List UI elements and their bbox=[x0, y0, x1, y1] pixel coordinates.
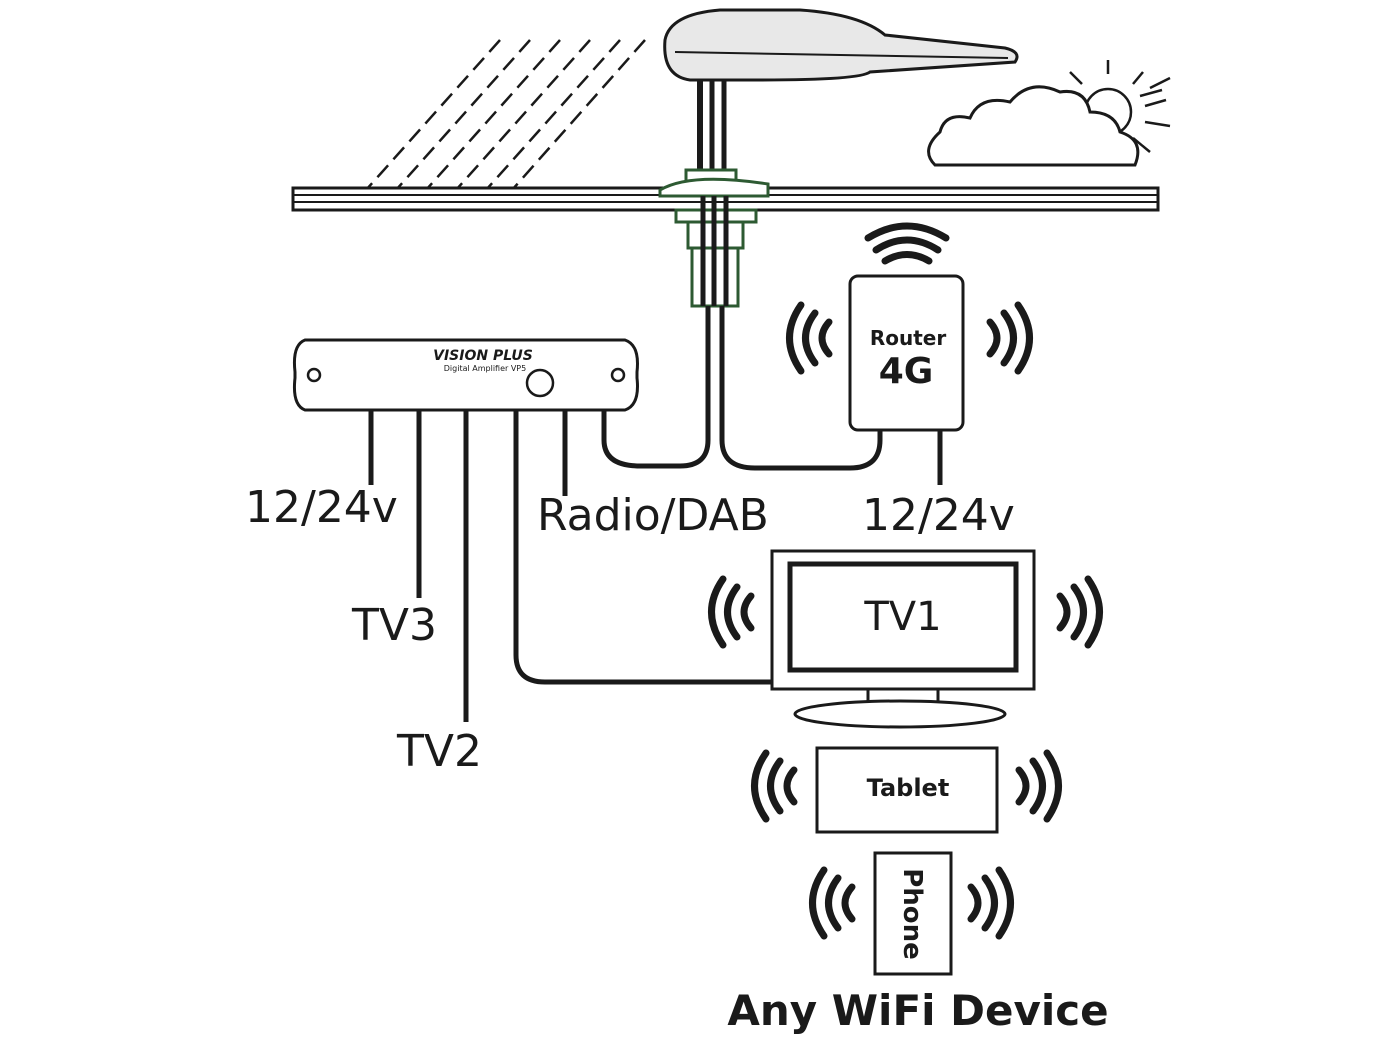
phone-box bbox=[873, 851, 953, 976]
wifi-device-caption: Any WiFi Device bbox=[727, 986, 1108, 1035]
tablet-label: Tablet bbox=[867, 774, 950, 802]
rain-icon bbox=[365, 39, 646, 191]
tv3-label: TV3 bbox=[351, 600, 437, 651]
amplifier-model: Digital Amplifier VP5 bbox=[444, 364, 526, 373]
cloud-icon bbox=[927, 85, 1140, 167]
phone-wifi-left-icon bbox=[809, 866, 856, 940]
amp-power-label: 12/24v bbox=[245, 482, 398, 533]
router-wifi-right-icon bbox=[986, 301, 1033, 375]
phone-label: Phone bbox=[897, 868, 927, 960]
tv1-label: TV1 bbox=[863, 594, 941, 640]
router-power-label: 12/24v bbox=[862, 490, 1015, 541]
router-4g-label: 4G bbox=[879, 351, 934, 392]
cable-to-amplifier bbox=[601, 306, 711, 469]
radio-dab-label: Radio/DAB bbox=[537, 490, 769, 541]
antenna-dome-icon bbox=[663, 8, 1019, 82]
router-label: Router bbox=[870, 326, 947, 350]
tv1-wifi-left-icon bbox=[708, 575, 755, 649]
tablet-wifi-left-icon bbox=[751, 749, 798, 823]
tablet-wifi-right-icon bbox=[1015, 749, 1062, 823]
cable-to-router bbox=[719, 306, 883, 471]
tv2-label: TV2 bbox=[396, 726, 482, 777]
router-box bbox=[848, 274, 965, 485]
tv1-wifi-right-icon bbox=[1056, 575, 1103, 649]
phone-wifi-right-icon bbox=[967, 866, 1014, 940]
amplifier-brand: VISION PLUS bbox=[433, 348, 533, 364]
router-wifi-icon bbox=[864, 222, 950, 265]
roof-mount bbox=[658, 168, 770, 308]
tablet-box bbox=[815, 746, 999, 834]
router-wifi-left-icon bbox=[786, 301, 833, 375]
amplifier-box bbox=[293, 338, 639, 412]
tv1-monitor bbox=[770, 549, 1036, 729]
amplifier-leads bbox=[368, 410, 772, 722]
